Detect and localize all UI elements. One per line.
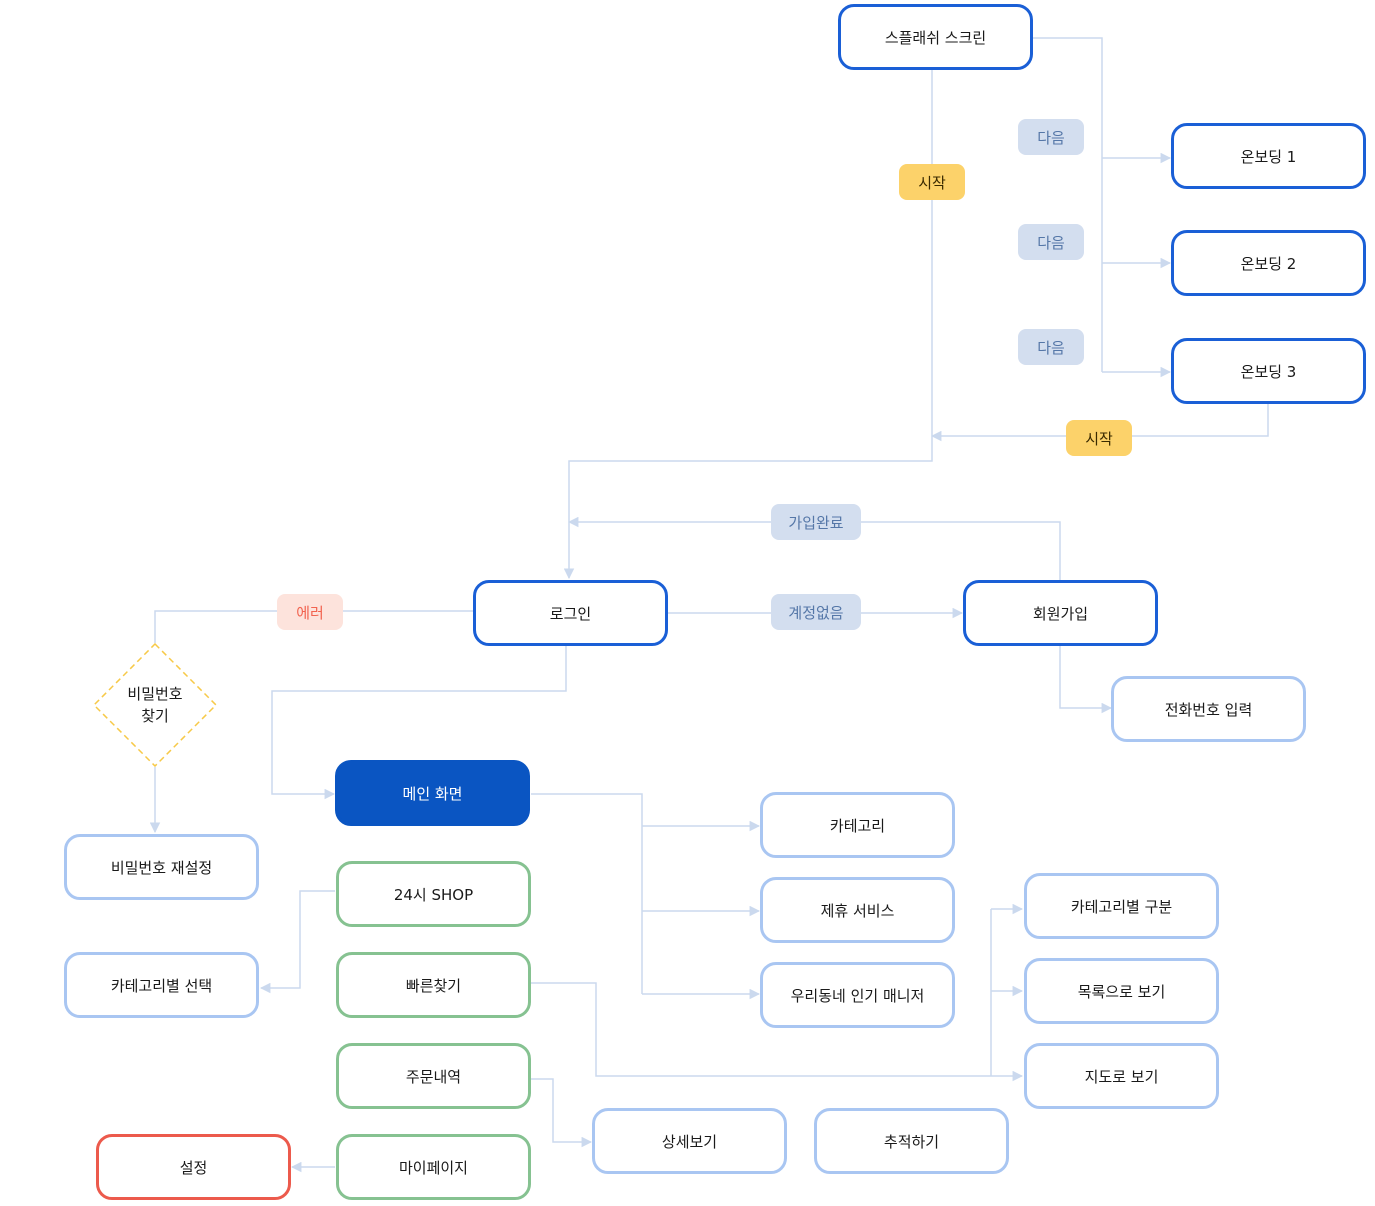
node-list-view: 목록으로 보기 <box>1024 958 1219 1024</box>
node-category-label: 카테고리 <box>829 816 886 835</box>
edge-label-next-2: 다음 <box>1018 224 1084 260</box>
edge-main-branch <box>531 793 643 994</box>
node-detail-view-label: 상세보기 <box>661 1132 718 1151</box>
node-settings-label: 설정 <box>179 1158 208 1177</box>
node-partner-service-label: 제휴 서비스 <box>820 901 895 920</box>
edge-label-next-3-text: 다음 <box>1037 338 1065 357</box>
edge-label-error: 에러 <box>277 594 343 630</box>
edge-order-detail <box>531 1078 593 1148</box>
node-main-label: 메인 화면 <box>402 784 463 803</box>
node-quick-find-label: 빠른찾기 <box>405 976 462 995</box>
node-signup-label: 회원가입 <box>1032 604 1089 623</box>
edge-splash-onboarding <box>1032 37 1103 372</box>
edge-label-start-1-text: 시작 <box>918 173 946 192</box>
node-category-select: 카테고리별 선택 <box>64 952 259 1018</box>
edge-label-next-3: 다음 <box>1018 329 1084 365</box>
node-reset-password-label: 비밀번호 재설정 <box>110 858 213 877</box>
node-tracking: 추적하기 <box>814 1108 1009 1174</box>
node-detail-view: 상세보기 <box>592 1108 787 1174</box>
edge-quick-branch <box>531 982 1024 1082</box>
node-login-label: 로그인 <box>549 604 592 623</box>
node-settings: 설정 <box>96 1134 291 1200</box>
node-mypage: 마이페이지 <box>336 1134 531 1200</box>
edge-signup-phone <box>1059 646 1113 714</box>
node-onboarding-2-label: 온보딩 2 <box>1240 254 1297 273</box>
edge-login-error <box>154 610 473 643</box>
edge-label-no-account: 계정없음 <box>771 594 861 630</box>
node-splash-label: 스플래쉬 스크린 <box>884 28 987 47</box>
node-category: 카테고리 <box>760 792 955 858</box>
decision-diamond-shape <box>92 642 218 768</box>
node-phone-input-label: 전화번호 입력 <box>1164 700 1253 719</box>
node-splash: 스플래쉬 스크린 <box>838 4 1033 70</box>
edge-shop-catselect <box>259 890 335 994</box>
edge-label-signup-done-text: 가입완료 <box>788 513 844 532</box>
node-order-history: 주문내역 <box>336 1043 531 1109</box>
node-order-history-label: 주문내역 <box>405 1067 462 1086</box>
node-popular-manager: 우리동네 인기 매니저 <box>760 962 955 1028</box>
node-category-division: 카테고리별 구분 <box>1024 873 1219 939</box>
node-reset-password: 비밀번호 재설정 <box>64 834 259 900</box>
edge-label-error-text: 에러 <box>296 603 324 622</box>
edge-label-start-2-text: 시작 <box>1085 429 1113 448</box>
node-signup: 회원가입 <box>963 580 1158 646</box>
node-shop24: 24시 SHOP <box>336 861 531 927</box>
edge-label-signup-done: 가입완료 <box>771 504 861 540</box>
node-tracking-label: 추적하기 <box>883 1132 940 1151</box>
node-category-select-label: 카테고리별 선택 <box>110 976 213 995</box>
node-popular-manager-label: 우리동네 인기 매니저 <box>790 986 925 1005</box>
edge-login-main <box>271 646 567 800</box>
node-onboarding-2: 온보딩 2 <box>1171 230 1366 296</box>
edge-label-no-account-text: 계정없음 <box>788 603 844 622</box>
edge-label-start-2: 시작 <box>1066 420 1132 456</box>
edge-signup-login <box>567 516 1061 580</box>
node-list-view-label: 목록으로 보기 <box>1077 982 1166 1001</box>
node-quick-find: 빠른찾기 <box>336 952 531 1018</box>
node-onboarding-3: 온보딩 3 <box>1171 338 1366 404</box>
node-find-password: 비밀번호 찾기 <box>92 642 218 768</box>
node-phone-input: 전화번호 입력 <box>1111 676 1306 742</box>
node-map-view: 지도로 보기 <box>1024 1043 1219 1109</box>
node-onboarding-1-label: 온보딩 1 <box>1240 147 1297 166</box>
node-find-password-label: 비밀번호 찾기 <box>127 685 183 725</box>
node-map-view-label: 지도로 보기 <box>1084 1067 1159 1086</box>
node-onboarding-1: 온보딩 1 <box>1171 123 1366 189</box>
node-onboarding-3-label: 온보딩 3 <box>1240 362 1297 381</box>
edge-label-start-1: 시작 <box>899 164 965 200</box>
edge-label-next-1-text: 다음 <box>1037 128 1065 147</box>
edge-label-next-2-text: 다음 <box>1037 233 1065 252</box>
node-main: 메인 화면 <box>335 760 530 826</box>
node-category-division-label: 카테고리별 구분 <box>1070 897 1173 916</box>
node-partner-service: 제휴 서비스 <box>760 877 955 943</box>
edge-onboarding3-start <box>930 404 1269 442</box>
node-shop24-label: 24시 SHOP <box>393 885 474 904</box>
node-mypage-label: 마이페이지 <box>398 1158 468 1177</box>
edge-label-next-1: 다음 <box>1018 119 1084 155</box>
node-login: 로그인 <box>473 580 668 646</box>
edge-splash-login <box>563 70 933 580</box>
